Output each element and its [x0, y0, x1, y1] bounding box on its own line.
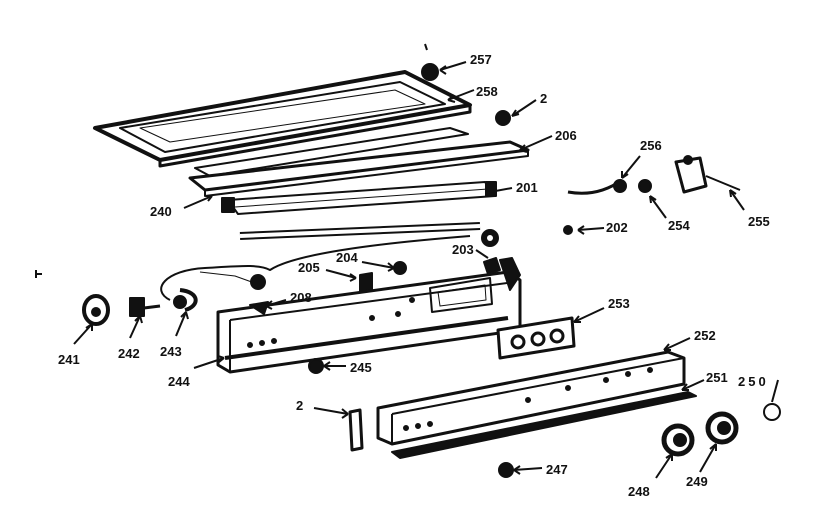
label-253: 253 [608, 296, 630, 311]
socket-part [359, 272, 373, 293]
label-258: 258 [476, 84, 498, 99]
bracket-part [483, 257, 501, 275]
label-243: 243 [160, 344, 182, 359]
label-242: 242 [118, 346, 140, 361]
label-257: 257 [470, 52, 492, 67]
lamp-holder-part [393, 261, 407, 275]
label-245: 245 [350, 360, 372, 375]
label-248: 248 [628, 484, 650, 499]
label-249: 249 [686, 474, 708, 489]
lamp-202-part [563, 225, 573, 235]
label-251: 251 [706, 370, 728, 385]
gasket-strip-part [194, 127, 469, 177]
knob-cap-250-part [763, 403, 781, 421]
bushing-254-part [638, 179, 652, 193]
timer-plate-part [496, 316, 576, 360]
knob-249-part [705, 411, 739, 445]
label-247: 247 [546, 462, 568, 477]
label-240: 240 [150, 204, 172, 219]
label-244: 244 [168, 374, 190, 389]
tube-rod-part [239, 222, 499, 247]
screw-2-part [495, 110, 511, 126]
label-208: 208 [290, 290, 312, 305]
label-206: 206 [555, 128, 577, 143]
label-202: 202 [606, 220, 628, 235]
top-tray-part [93, 70, 472, 168]
label-255: 255 [748, 214, 770, 229]
label-205: 205 [298, 260, 320, 275]
fluorescent-tube-part [221, 181, 497, 215]
knob-248-part [661, 423, 695, 457]
trim-bar-part [188, 140, 530, 197]
switch-242-part [129, 297, 161, 317]
clip-243-part [179, 288, 198, 312]
label-2-top: 2 [540, 91, 547, 106]
label-241: 241 [58, 352, 80, 367]
label-2-bottom: 2 [296, 398, 303, 413]
grommet-245-part [308, 358, 324, 374]
outlet-255-part [674, 155, 741, 194]
trim-strip-part [391, 391, 697, 459]
wire-clip-part [173, 295, 187, 309]
label-252: 252 [694, 328, 716, 343]
cord-256-part [567, 178, 627, 195]
wiring-harness-part [160, 235, 471, 301]
control-housing-part [216, 257, 522, 374]
part-labels: 257 258 2 206 240 201 256 254 255 202 20… [58, 52, 770, 499]
label-254: 254 [668, 218, 690, 233]
screw-247-part [498, 462, 514, 478]
label-250: 250 [738, 374, 769, 389]
leader-lines [73, 61, 779, 479]
wire-connector-part [250, 274, 266, 290]
label-203: 203 [452, 242, 474, 257]
front-panel-part [376, 350, 686, 446]
label-256: 256 [640, 138, 662, 153]
screw-257-part [421, 63, 439, 81]
knob-241-part [82, 294, 110, 326]
label-201: 201 [516, 180, 538, 195]
switch-part [249, 301, 269, 315]
label-204: 204 [336, 250, 358, 265]
handle-part [348, 408, 364, 452]
